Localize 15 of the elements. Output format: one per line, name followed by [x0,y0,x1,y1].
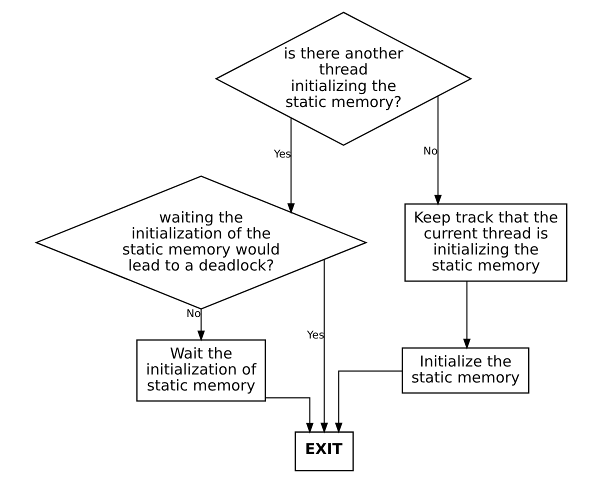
node-box: Wait the initialization of static memory [136,339,266,402]
arrow [287,118,295,214]
edge-label: No [423,144,438,158]
arrow [320,260,328,434]
node-diamond: is there another thread initializing the static memory? [214,12,472,146]
arrow [334,370,402,434]
arrow [434,96,442,206]
node-box: Keep track that the current thread is initializing the static memory [404,203,568,282]
node-diamond: waiting the initialization of the static memory would lead to a deadlock? [34,176,368,310]
node-box: Initialize the static memory [402,347,530,394]
arrow [197,309,205,342]
arrow [266,397,314,434]
node-box: EXIT [294,431,354,472]
arrow [463,281,471,350]
edge-label: Yes [274,148,292,161]
